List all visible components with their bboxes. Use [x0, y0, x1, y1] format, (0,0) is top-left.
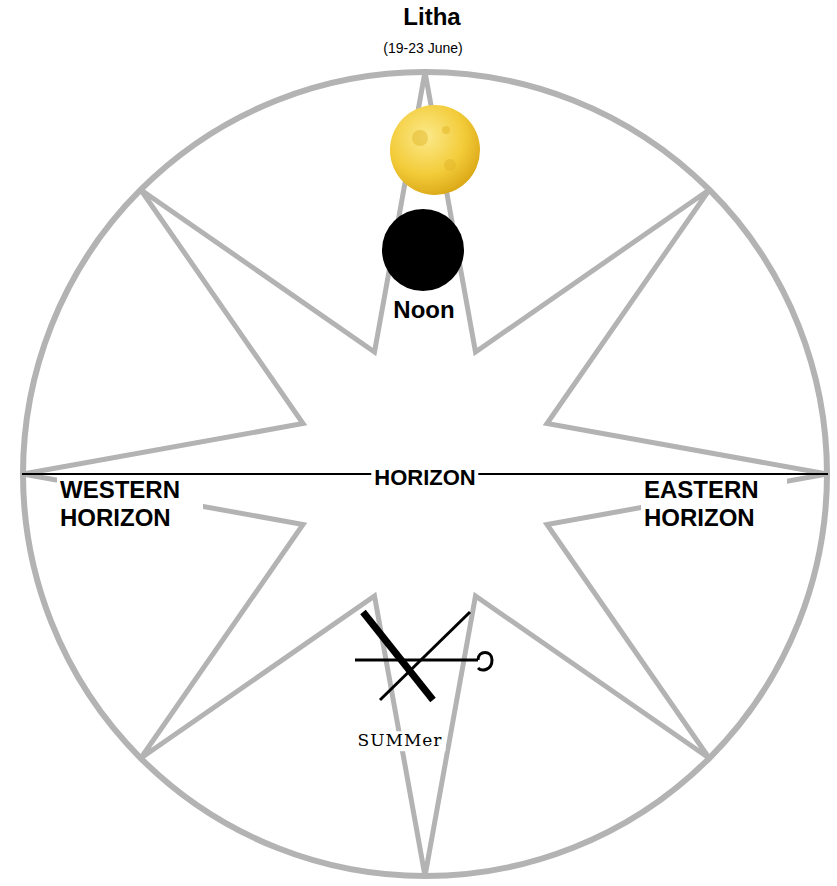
sun-spot — [442, 126, 450, 134]
outer-circle — [23, 72, 827, 876]
rune-hook — [478, 653, 492, 670]
rune-stroke — [355, 659, 478, 662]
sun-spot — [444, 159, 456, 171]
direction-label: EASTERN HORIZON — [641, 476, 787, 531]
title: Litha — [403, 3, 460, 31]
sun-spot — [412, 130, 428, 146]
season-label: SUMMer — [355, 731, 446, 751]
horizon-label: HORIZON — [371, 465, 478, 490]
sun-disc — [390, 105, 480, 195]
date-range: (19-23 June) — [383, 40, 462, 56]
summer-rune — [355, 612, 492, 700]
rune-stroke — [363, 612, 433, 700]
rune-stroke — [380, 612, 470, 700]
sun-symbol — [390, 105, 480, 195]
black-disc — [382, 209, 464, 291]
direction-label: WESTERN HORIZON — [57, 476, 203, 531]
time-label: Noon — [393, 296, 454, 324]
eight-point-star — [23, 72, 827, 876]
